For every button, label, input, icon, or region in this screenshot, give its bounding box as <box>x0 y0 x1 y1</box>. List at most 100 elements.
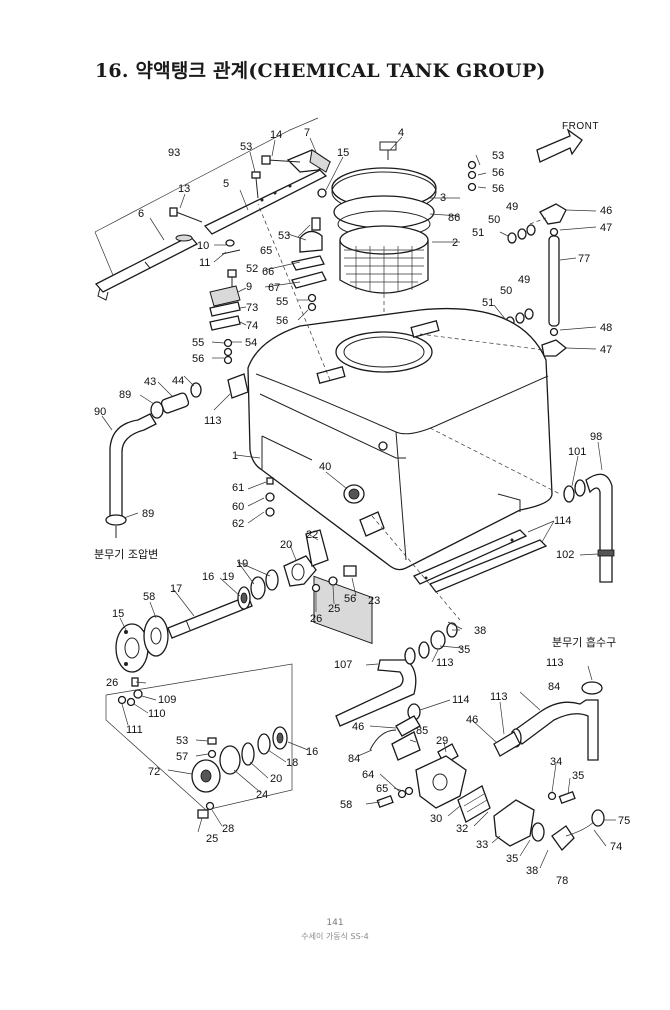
part-label: 53 <box>240 141 252 153</box>
part-label: 58 <box>340 799 352 811</box>
pump-drive-shaft <box>105 529 357 811</box>
part-label: 2 <box>452 237 458 249</box>
part-label: 3 <box>440 192 446 204</box>
part-label: 26 <box>310 613 322 625</box>
pump-pulley-assembly <box>191 726 288 819</box>
part-label: 84 <box>348 753 360 765</box>
part-label: 18 <box>286 757 298 769</box>
part-label: 5 <box>223 178 229 190</box>
part-label: 11 <box>199 257 210 269</box>
part-label: 56 <box>492 183 504 195</box>
part-label: 29 <box>436 735 448 747</box>
part-label: 98 <box>590 431 602 443</box>
part-label: 17 <box>170 583 182 595</box>
mounting-bracket-assembly <box>94 117 332 365</box>
part-label: 49 <box>506 201 518 213</box>
part-label: 50 <box>488 214 500 226</box>
part-label: 51 <box>482 297 494 309</box>
part-label: 54 <box>245 337 257 349</box>
part-label: 38 <box>474 625 486 637</box>
part-label: 20 <box>280 539 292 551</box>
part-label: 46 <box>352 721 364 733</box>
part-label: 55 <box>276 296 288 308</box>
part-label: 44 <box>172 375 184 387</box>
part-label: 48 <box>600 322 612 334</box>
part-label: 55 <box>192 337 204 349</box>
part-label: 78 <box>556 875 568 887</box>
part-label: 52 <box>246 263 258 275</box>
part-label: 74 <box>246 320 258 332</box>
part-label: 13 <box>178 183 190 195</box>
front-arrow-icon <box>536 128 583 163</box>
left-outlet-hose <box>105 373 249 538</box>
part-label: 20 <box>270 773 282 785</box>
part-label: 89 <box>142 508 154 520</box>
part-label: 89 <box>119 389 131 401</box>
part-label: 47 <box>600 344 612 356</box>
part-label: 7 <box>304 127 310 139</box>
part-label: 40 <box>319 461 331 473</box>
tank-support-strips <box>412 529 548 593</box>
part-label: 109 <box>158 694 176 706</box>
part-label: 56 <box>192 353 204 365</box>
part-label: 58 <box>143 591 155 603</box>
part-label: 110 <box>148 708 166 720</box>
part-label: 19 <box>236 558 248 570</box>
tank-lid-strainer <box>331 141 477 340</box>
part-label: 101 <box>568 446 586 458</box>
part-label: 23 <box>368 595 380 607</box>
part-label: 34 <box>550 756 562 768</box>
part-label: 67 <box>268 282 280 294</box>
part-label: 19 <box>222 571 234 583</box>
part-label: 114 <box>554 515 572 527</box>
part-label: 24 <box>256 789 268 801</box>
page-title: 16. 약액탱크 관계(CHEMICAL TANK GROUP) <box>95 60 546 82</box>
part-label: 1 <box>232 450 238 462</box>
part-label: 60 <box>232 501 244 513</box>
part-label: 32 <box>456 823 468 835</box>
part-label: 50 <box>500 285 512 297</box>
part-label: 26 <box>106 677 118 689</box>
part-label: 38 <box>526 865 538 877</box>
part-label: 35 <box>458 644 470 656</box>
part-label: 16 <box>202 571 214 583</box>
part-label: 62 <box>232 518 244 530</box>
part-label: 107 <box>334 659 352 671</box>
leader-lines <box>101 136 616 869</box>
part-label: 75 <box>618 815 630 827</box>
part-label: 113 <box>546 657 564 669</box>
part-label: 30 <box>430 813 442 825</box>
part-label: 113 <box>490 691 508 703</box>
part-label: 57 <box>176 751 188 763</box>
overflow-hose <box>563 473 615 583</box>
part-label: 9 <box>246 281 252 293</box>
part-label: 53 <box>176 735 188 747</box>
part-label: 46 <box>466 714 478 726</box>
page-number: 141 <box>326 918 344 928</box>
part-label: 85 <box>416 725 428 737</box>
page-caption: 수세이 가동식 SS-4 <box>301 932 369 941</box>
part-label: 35 <box>506 853 518 865</box>
part-label: 74 <box>610 841 622 853</box>
part-label: 25 <box>328 603 340 615</box>
part-label: 66 <box>262 266 274 278</box>
assembly-guide-lines <box>257 203 561 621</box>
part-label: 14 <box>270 129 282 141</box>
part-label: 102 <box>556 549 574 561</box>
part-label: 4 <box>398 127 404 139</box>
part-label: 53 <box>278 230 290 242</box>
part-label: 113 <box>436 657 454 669</box>
part-label: 56 <box>492 167 504 179</box>
part-label: 77 <box>578 253 590 265</box>
part-label: 33 <box>476 839 488 851</box>
part-label: 25 <box>206 833 218 845</box>
note-sprayer-pressure-valve: 분무기 조압변 <box>94 548 158 561</box>
part-label: 53 <box>492 150 504 162</box>
part-label: 10 <box>197 240 209 252</box>
part-label: 56 <box>276 315 288 327</box>
part-label: 6 <box>138 208 144 220</box>
part-label: 113 <box>204 415 222 427</box>
part-label: 46 <box>600 205 612 217</box>
part-label: 65 <box>260 245 272 257</box>
